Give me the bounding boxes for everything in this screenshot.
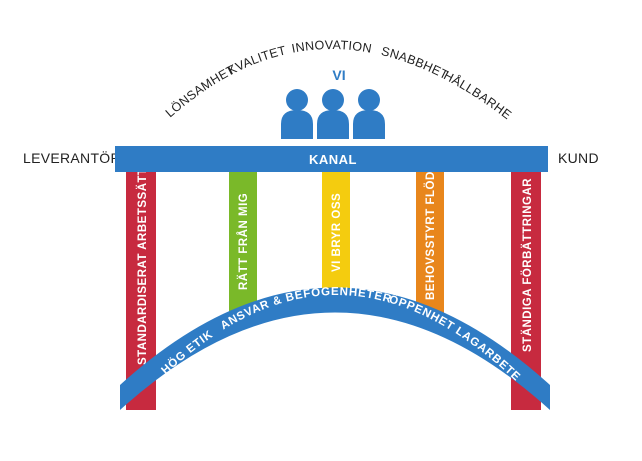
top-value-kvalitet: KVALITET	[225, 43, 287, 78]
top-value-wrap-2: KVALITET	[225, 43, 287, 78]
leverantor-label: LEVERANTÖR	[23, 149, 121, 166]
person-body-3	[353, 110, 385, 139]
top-value-lonsamhet: LÖNSAMHET	[163, 62, 237, 120]
people-icon	[281, 89, 385, 139]
kanal-label: KANAL	[309, 152, 357, 167]
person-head-2	[322, 89, 344, 111]
pillar-ratt-fran-mig	[229, 172, 257, 322]
vi-label: VI	[332, 67, 345, 83]
kanal-deck	[115, 146, 548, 172]
person-head-3	[358, 89, 380, 111]
person-body-1	[281, 110, 313, 139]
arch-band	[120, 287, 550, 410]
pillars	[126, 172, 541, 410]
kund-label: KUND	[558, 150, 599, 166]
pillar-label-vi-bryr-oss: VI BRYR OSS	[331, 193, 343, 272]
pillar-label-behovsstyrt: BEHOVSSTYRT FLÖDE	[424, 163, 437, 300]
top-values-arc: LÖNSAMHET	[163, 62, 238, 120]
top-value-wrap-3: INNOVATION	[291, 38, 373, 56]
top-value-snabbhet: SNABBHET	[380, 44, 451, 82]
person-body-2	[317, 110, 349, 139]
pillar-label-standardiserat: STANDARDISERAT ARBETSSÄTT	[136, 167, 149, 365]
top-value-innovation: INNOVATION	[291, 38, 373, 56]
pillar-label-standiga: STÄNDIGA FÖRBÄTTRINGAR	[521, 178, 534, 352]
pillar-vi-bryr-oss	[322, 172, 350, 298]
pillar-label-ratt-fran-mig: RÄTT FRÅN MIG	[237, 193, 250, 290]
pillar-behovsstyrt	[416, 172, 444, 322]
top-value-wrap-4: SNABBHET	[380, 44, 451, 82]
person-head-1	[286, 89, 308, 111]
